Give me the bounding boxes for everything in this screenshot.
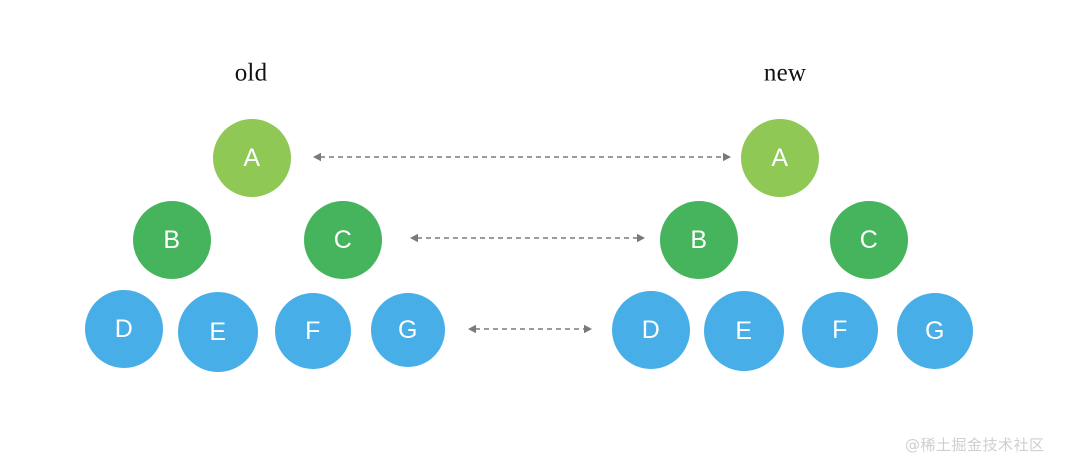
tree-node-label: D xyxy=(114,314,134,343)
tree-node-new-f[interactable]: F xyxy=(802,292,878,368)
tree-node-label: G xyxy=(398,315,418,344)
diff-arrow-compare-level-0 xyxy=(313,152,731,162)
tree-node-new-g[interactable]: G xyxy=(897,293,973,369)
tree-node-old-c[interactable]: C xyxy=(304,201,382,279)
tree-node-new-b[interactable]: B xyxy=(660,201,738,279)
tree-node-new-e[interactable]: E xyxy=(704,291,784,371)
tree-node-new-c[interactable]: C xyxy=(830,201,908,279)
tree-node-label: B xyxy=(690,225,708,254)
tree-node-label: F xyxy=(305,316,321,345)
tree-node-label: E xyxy=(209,317,227,346)
tree-node-label: D xyxy=(641,315,661,344)
tree-label-new: new xyxy=(763,59,807,87)
arrow-head-right-icon xyxy=(723,152,731,162)
tree-node-label: F xyxy=(832,315,848,344)
tree-node-new-a[interactable]: A xyxy=(741,119,819,197)
arrow-head-right-icon xyxy=(584,324,592,334)
tree-node-new-d[interactable]: D xyxy=(612,291,690,369)
tree-node-label: A xyxy=(771,143,789,172)
diff-arrow-compare-level-1 xyxy=(410,233,645,243)
watermark: @稀土掘金技术社区 xyxy=(905,436,1045,454)
arrow-head-left-icon xyxy=(313,152,321,162)
arrow-head-left-icon xyxy=(468,324,476,334)
tree-node-label: G xyxy=(925,316,945,345)
diff-arrow-compare-level-2 xyxy=(468,324,592,334)
arrow-head-right-icon xyxy=(637,233,645,243)
tree-node-old-g[interactable]: G xyxy=(371,293,445,367)
tree-node-old-e[interactable]: E xyxy=(178,292,258,372)
tree-node-old-d[interactable]: D xyxy=(85,290,163,368)
tree-node-label: C xyxy=(859,225,879,254)
tree-node-label: B xyxy=(163,225,181,254)
arrow-head-left-icon xyxy=(410,233,418,243)
tree-node-label: A xyxy=(243,143,261,172)
tree-node-old-b[interactable]: B xyxy=(133,201,211,279)
tree-node-label: C xyxy=(333,225,353,254)
tree-node-old-f[interactable]: F xyxy=(275,293,351,369)
tree-node-label: E xyxy=(735,316,753,345)
tree-node-old-a[interactable]: A xyxy=(213,119,291,197)
tree-label-old: old xyxy=(234,59,268,87)
